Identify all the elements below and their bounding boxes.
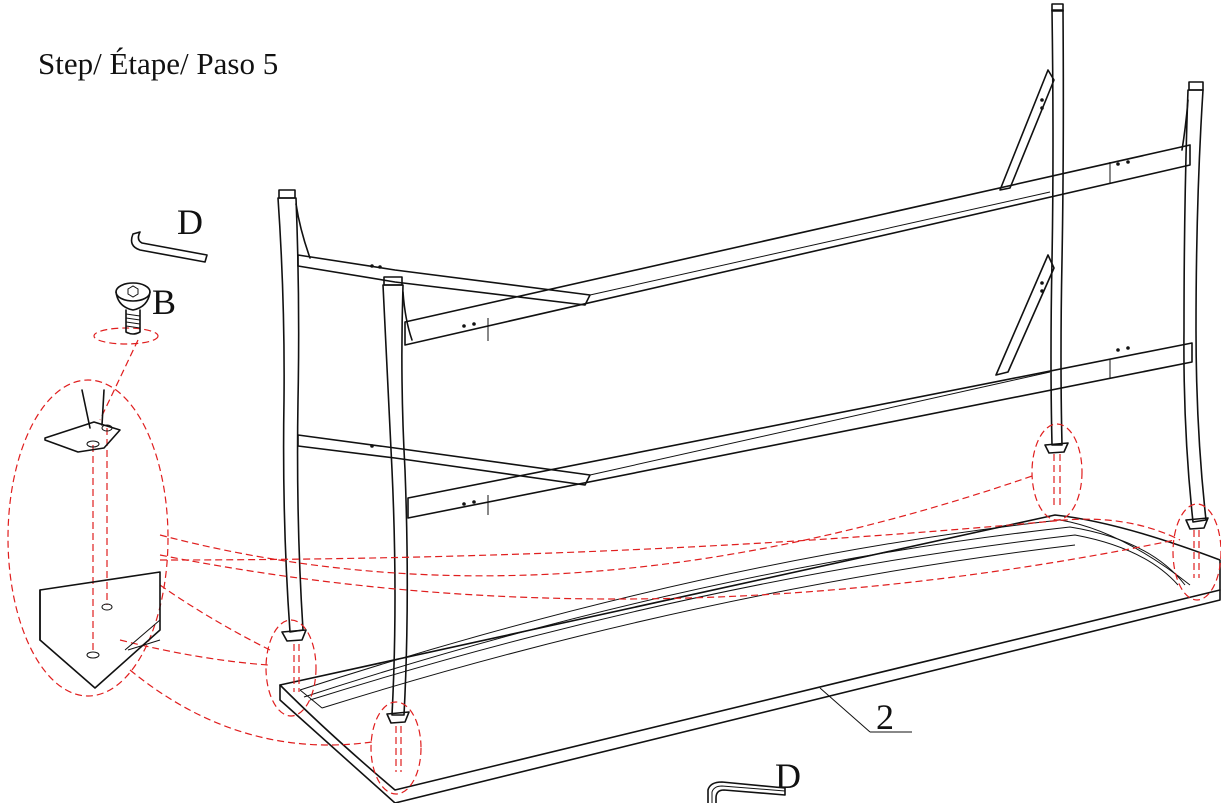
table-frame [277, 3, 1209, 724]
allen-key-label: D [177, 202, 203, 242]
bolt-label: B [152, 282, 176, 322]
allen-key-icon [130, 231, 208, 263]
bolt-icon [115, 282, 151, 335]
allen-key-bottom-icon [707, 781, 786, 803]
allen-key-bottom-label: D [775, 756, 801, 796]
foot-detail [39, 389, 161, 689]
step-title: Step/ Étape/ Paso 5 [38, 46, 279, 81]
tabletop [279, 514, 1221, 803]
alignment-guides [7, 327, 1221, 795]
tabletop-label: 2 [876, 697, 894, 737]
rail-bolt-marks [370, 98, 1130, 506]
